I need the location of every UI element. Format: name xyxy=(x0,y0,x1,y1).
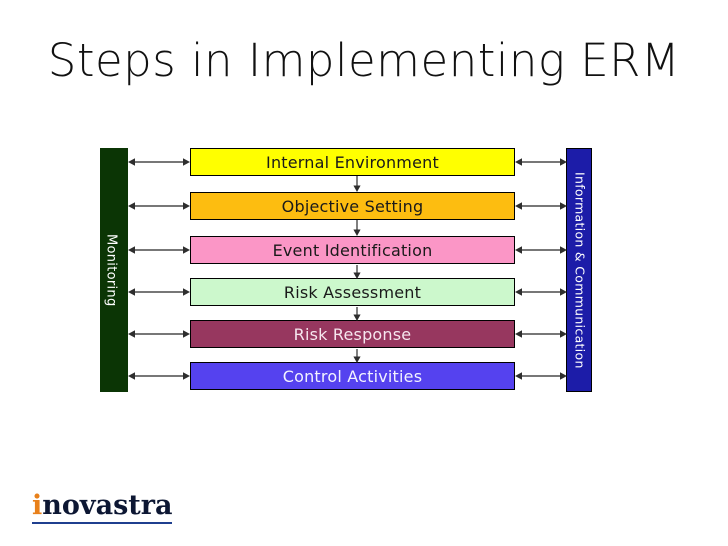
double-arrow-right-icon xyxy=(515,330,567,338)
step-box-risk-response[interactable]: Risk Response xyxy=(190,320,515,348)
step-label: Risk Assessment xyxy=(283,282,422,302)
step-label: Event Identification xyxy=(272,240,433,260)
inovastra-logo: inovastra xyxy=(32,490,173,524)
double-arrow-left-icon xyxy=(128,246,190,254)
logo-accent-letter: i xyxy=(32,490,43,521)
double-arrow-right-icon xyxy=(515,288,567,296)
double-arrow-right-icon xyxy=(515,246,567,254)
double-arrow-left-icon xyxy=(128,372,190,380)
double-arrow-left-icon xyxy=(128,330,190,338)
step-label: Control Activities xyxy=(282,366,423,386)
double-arrow-right-icon xyxy=(515,372,567,380)
page-title: Steps in Implementing ERM xyxy=(47,34,681,87)
logo-word: novastra xyxy=(42,490,173,521)
flow-arrow-down-icon xyxy=(353,176,361,192)
flow-arrow-down-icon xyxy=(353,349,361,363)
step-box-internal-environment[interactable]: Internal Environment xyxy=(190,148,515,176)
step-box-objective-setting[interactable]: Objective Setting xyxy=(190,192,515,220)
step-box-event-identification[interactable]: Event Identification xyxy=(190,236,515,264)
double-arrow-left-icon xyxy=(128,202,190,210)
double-arrow-left-icon xyxy=(128,288,190,296)
step-label: Internal Environment xyxy=(266,152,439,172)
double-arrow-right-icon xyxy=(515,158,567,166)
flow-arrow-down-icon xyxy=(353,265,361,279)
flow-arrow-down-icon xyxy=(353,220,361,236)
flow-arrow-down-icon xyxy=(353,307,361,321)
double-arrow-right-icon xyxy=(515,202,567,210)
step-label: Objective Setting xyxy=(281,196,424,216)
step-box-risk-assessment[interactable]: Risk Assessment xyxy=(190,278,515,306)
information-communication-bar: Information & Communication xyxy=(566,148,592,392)
step-label: Risk Response xyxy=(293,324,412,344)
double-arrow-left-icon xyxy=(128,158,190,166)
monitoring-bar: Monitoring xyxy=(100,148,128,392)
step-box-control-activities[interactable]: Control Activities xyxy=(190,362,515,390)
information-communication-bar-label: Information & Communication xyxy=(572,171,588,369)
monitoring-bar-label: Monitoring xyxy=(103,233,119,307)
